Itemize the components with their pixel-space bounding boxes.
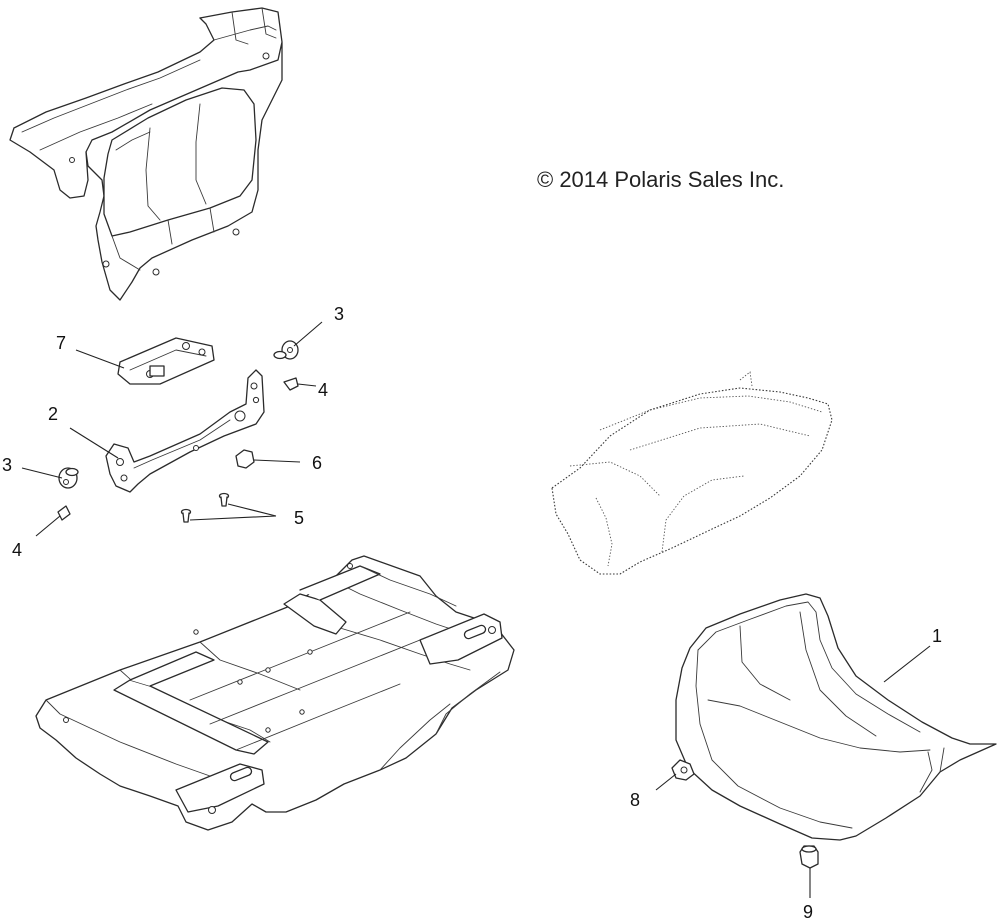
callout-labels: 1 2 3 3 4 4 5 6 7 8 9 [2, 304, 942, 922]
leader-3b [21, 467, 63, 479]
callout-3-left: 3 [2, 455, 12, 475]
screw-part-4-left [57, 505, 71, 521]
callout-7: 7 [56, 333, 66, 353]
screw-part-4-upper [283, 377, 299, 391]
leader-8 [655, 773, 677, 791]
callout-4-left: 4 [12, 540, 22, 560]
rear-panel-backrest-assembly [9, 7, 283, 301]
leader-6 [253, 459, 301, 463]
callout-3-upper: 3 [334, 304, 344, 324]
nut-part-6 [235, 449, 255, 469]
pin-part-3-left [58, 467, 79, 489]
callout-1: 1 [932, 626, 942, 646]
leader-7 [75, 349, 125, 369]
leader-4a [297, 383, 317, 387]
pin-part-3-upper [273, 340, 299, 360]
leader-5a [189, 515, 277, 521]
seat-cushion-part-1 [675, 593, 997, 841]
bumper-part-9 [799, 845, 819, 869]
callout-2: 2 [48, 404, 58, 424]
callout-8: 8 [630, 790, 640, 810]
leader-lines [21, 321, 931, 898]
seat-cover-dotted [551, 371, 833, 575]
copyright-text: © 2014 Polaris Sales Inc. [537, 167, 784, 192]
leader-4b [35, 515, 61, 537]
clip-part-8 [671, 759, 695, 781]
leader-1 [883, 645, 931, 683]
callout-6: 6 [312, 453, 322, 473]
leader-2 [69, 427, 119, 459]
leader-5b [227, 503, 277, 517]
leader-3a [293, 321, 323, 347]
seat-base-frame [35, 555, 515, 831]
callout-5: 5 [294, 508, 304, 528]
bolts-part-5 [180, 492, 230, 523]
callout-4-upper: 4 [318, 380, 328, 400]
bracket-part-2 [105, 369, 265, 493]
callout-9: 9 [803, 902, 813, 922]
hinge-part-7 [117, 337, 215, 385]
